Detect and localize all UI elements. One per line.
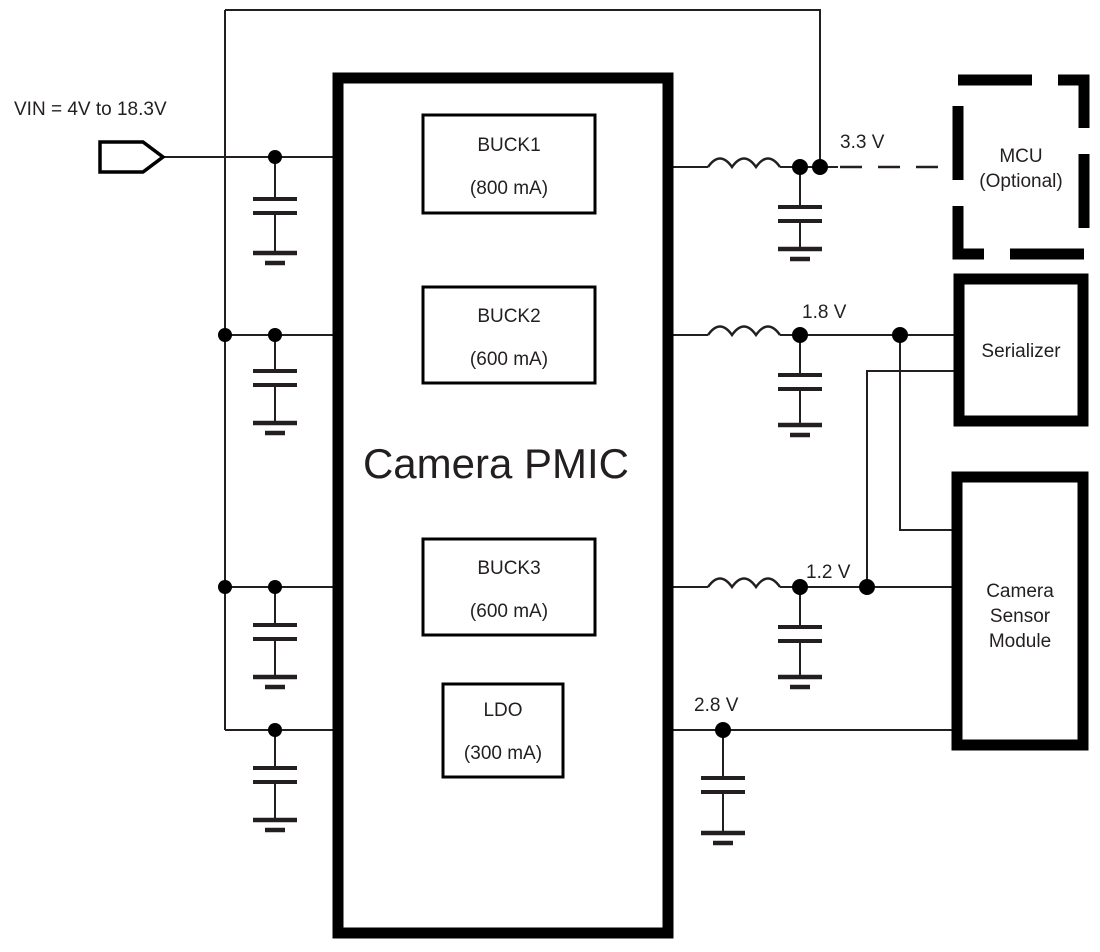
camera-sensor-box bbox=[951, 471, 1089, 751]
camera-sensor-label-line1: Camera bbox=[986, 581, 1054, 602]
camera-sensor-label-line3: Module bbox=[989, 631, 1051, 652]
dot-1v2-cap bbox=[792, 579, 808, 595]
camera-sensor-label-line2: Sensor bbox=[990, 606, 1051, 627]
rail-label-1v8: 1.8 V bbox=[802, 302, 847, 323]
dot-3v3-feedback bbox=[812, 159, 828, 175]
buck1-box bbox=[421, 113, 597, 215]
dot-1v8-branch bbox=[892, 327, 908, 343]
mcu-label-line1: MCU bbox=[999, 146, 1042, 167]
mcu-label-line2: (Optional) bbox=[979, 171, 1062, 192]
buck2-box bbox=[421, 285, 597, 385]
dot-vin-cin2 bbox=[268, 328, 282, 342]
mcu-box bbox=[952, 74, 1090, 260]
dot-3v3-cap bbox=[792, 159, 808, 175]
camera-pmic-box bbox=[332, 72, 674, 939]
rail-label-2v8: 2.8 V bbox=[694, 695, 739, 716]
dot-vin-cin3 bbox=[268, 580, 282, 594]
inductor-1v8 bbox=[707, 325, 781, 338]
dot-vin-rail-buck2 bbox=[218, 328, 232, 342]
dot-vin-cin1 bbox=[268, 150, 282, 164]
serializer-label: Serializer bbox=[981, 341, 1061, 362]
vin-port-shape bbox=[98, 140, 166, 174]
buck1-current: (800 mA) bbox=[470, 178, 548, 199]
buck2-current: (600 mA) bbox=[470, 349, 548, 370]
ldo-current: (300 mA) bbox=[464, 743, 542, 764]
buck3-label: BUCK3 bbox=[477, 558, 540, 579]
inductor-1v2 bbox=[707, 577, 781, 590]
rail-label-1v2: 1.2 V bbox=[806, 562, 851, 583]
serializer-box bbox=[953, 273, 1089, 427]
dot-2v8-cap bbox=[715, 722, 731, 738]
rail-label-3v3: 3.3 V bbox=[840, 132, 885, 153]
wire-1v8-to-camera bbox=[899, 335, 952, 531]
ldo-box bbox=[441, 682, 565, 779]
buck2-label: BUCK2 bbox=[477, 306, 540, 327]
buck3-current: (600 mA) bbox=[470, 601, 548, 622]
dot-vin-cin4 bbox=[268, 723, 282, 737]
dot-1v8-cap bbox=[792, 327, 808, 343]
dot-1v2-branch bbox=[859, 579, 875, 595]
inductor-3v3 bbox=[707, 157, 781, 170]
wire-network bbox=[160, 9, 954, 846]
buck1-label: BUCK1 bbox=[477, 135, 540, 156]
dot-vin-rail-buck3 bbox=[218, 580, 232, 594]
vin-label: VIN = 4V to 18.3V bbox=[14, 99, 167, 120]
wire-1v2-to-serializer bbox=[866, 370, 954, 587]
junction-dots bbox=[218, 150, 908, 738]
camera-pmic-title: Camera PMIC bbox=[363, 440, 629, 487]
wire-3v3-feedback-top bbox=[225, 9, 821, 167]
buck3-box bbox=[421, 537, 597, 637]
ldo-label: LDO bbox=[483, 700, 522, 721]
